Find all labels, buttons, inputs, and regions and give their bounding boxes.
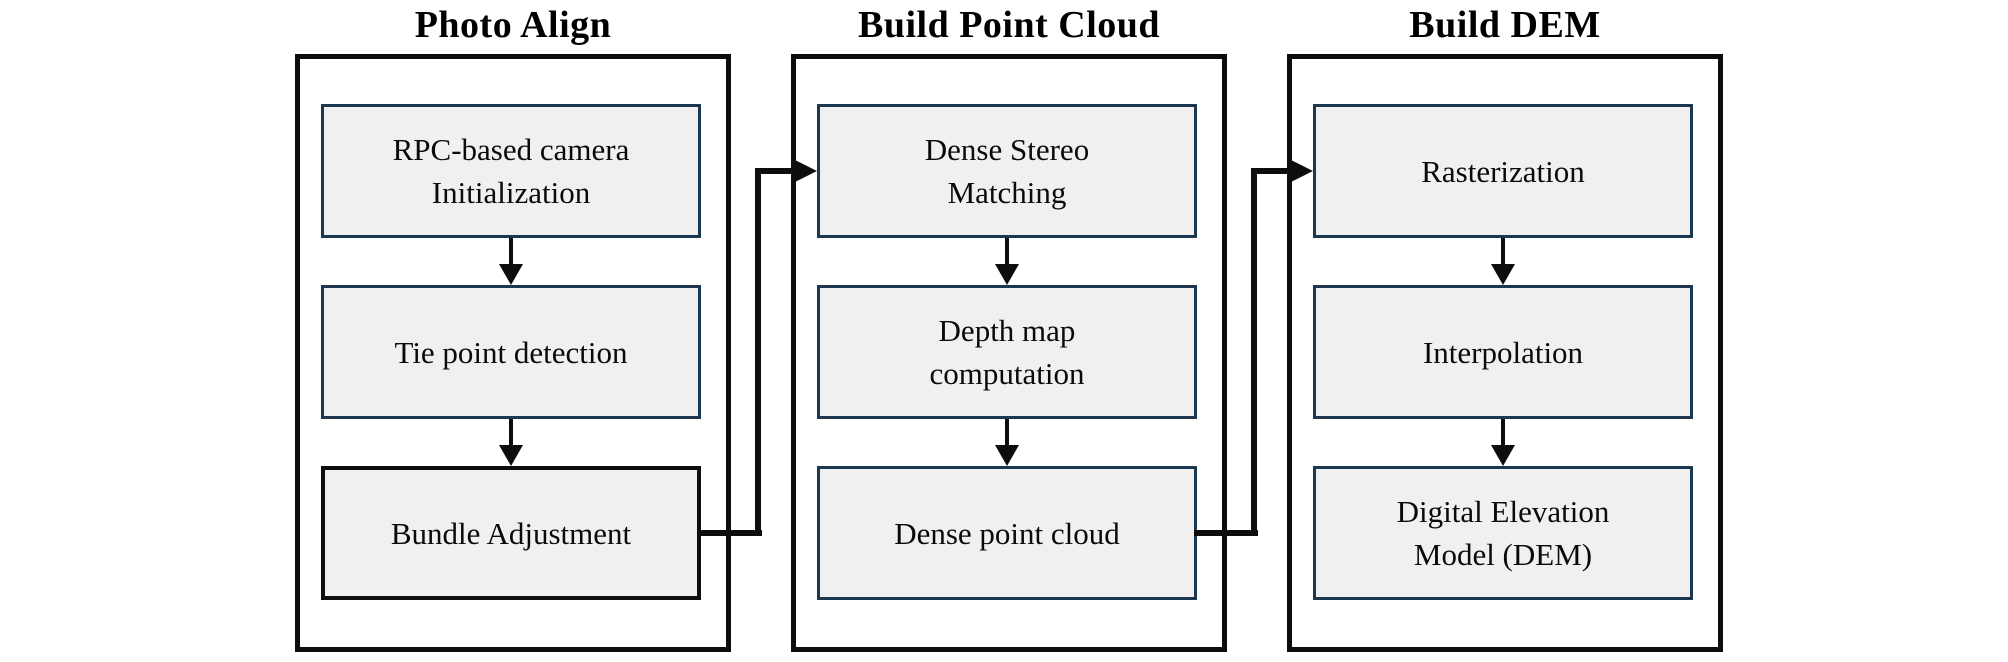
down-arrow-shaft (1501, 419, 1505, 449)
down-arrow-shaft (1005, 238, 1009, 268)
connector-segment (1194, 530, 1258, 536)
down-arrow-head-icon (1491, 264, 1515, 285)
connector-segment (1251, 168, 1295, 174)
stage-title-photo-align: Photo Align (414, 4, 612, 46)
down-arrow-shaft (1005, 419, 1009, 449)
process-box-bundle-adjustment: Bundle Adjustment (321, 466, 701, 600)
process-box-depth-map-computation: Depth map computation (817, 285, 1197, 419)
process-box-dense-stereo-matching: Dense Stereo Matching (817, 104, 1197, 238)
connector-segment (1251, 168, 1257, 536)
process-box-rpc-camera-initialization: RPC-based camera Initialization (321, 104, 701, 238)
process-box-rasterization: Rasterization (1313, 104, 1693, 238)
down-arrow-shaft (1501, 238, 1505, 268)
down-arrow-head-icon (499, 445, 523, 466)
process-box-tie-point-detection: Tie point detection (321, 285, 701, 419)
stage-title-build-dem: Build DEM (1409, 4, 1601, 46)
connector-segment (698, 530, 762, 536)
connector-segment (755, 168, 799, 174)
process-box-interpolation: Interpolation (1313, 285, 1693, 419)
connector-segment (755, 168, 761, 536)
down-arrow-head-icon (995, 264, 1019, 285)
connector-arrowhead-icon (1291, 160, 1313, 182)
down-arrow-head-icon (1491, 445, 1515, 466)
down-arrow-head-icon (499, 264, 523, 285)
connector-arrowhead-icon (795, 160, 817, 182)
process-box-dense-point-cloud: Dense point cloud (817, 466, 1197, 600)
process-box-digital-elevation-model: Digital Elevation Model (DEM) (1313, 466, 1693, 600)
down-arrow-head-icon (995, 445, 1019, 466)
down-arrow-shaft (509, 238, 513, 268)
stage-title-build-point-cloud: Build Point Cloud (857, 4, 1161, 46)
down-arrow-shaft (509, 419, 513, 449)
